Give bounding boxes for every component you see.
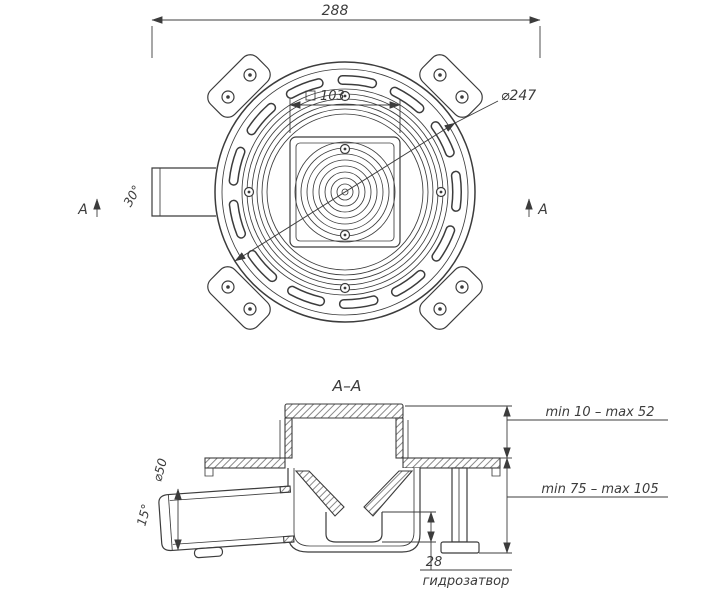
section-title: A–A	[332, 377, 362, 395]
dim-overall-width: 288	[151, 3, 541, 58]
dim-outlet-diameter-label: ⌀50	[149, 457, 170, 484]
outlet-angle-label: 15°	[134, 502, 154, 527]
dim-outlet-diameter: ⌀50	[149, 457, 182, 551]
mounting-tab-sw	[207, 266, 271, 330]
flange-ring	[214, 61, 476, 323]
top-view: 288 ⌀247 103 30° A A	[77, 3, 548, 330]
dim-body-height-label: min 75 – max 105	[541, 482, 658, 497]
mounting-tab-se	[419, 266, 483, 330]
mounting-tab-ne	[419, 54, 483, 118]
dim-water-seal: 28 гидрозатвор	[382, 511, 512, 589]
flange-plate-left	[204, 457, 286, 469]
pipe-rotation-angle-label: 30°	[120, 182, 144, 209]
outlet-pipe-top	[151, 167, 216, 217]
mounting-tab-nw	[207, 54, 271, 118]
water-seal-label: гидрозатвор	[423, 574, 510, 589]
section-mark-left-label: A	[77, 202, 88, 218]
outlet-pipe-section	[158, 485, 295, 559]
section-mark-left: A	[77, 198, 101, 218]
pipe-plug	[193, 546, 224, 559]
support-leg	[440, 467, 480, 554]
dim-overall-width-label: 288	[322, 3, 349, 19]
dim-grate-height: min 10 – max 52	[405, 405, 668, 459]
dim-body-height: min 75 – max 105	[479, 457, 668, 554]
grate-section	[284, 403, 404, 419]
wall-left-section	[284, 417, 293, 459]
flange-plate-right	[402, 457, 501, 469]
section-mark-right: A	[525, 198, 548, 218]
funnel-insert	[294, 470, 414, 543]
dim-seal-height-label: 28	[426, 555, 443, 570]
foot-plate	[440, 541, 480, 554]
square-symbol	[305, 90, 316, 101]
dim-outer-diameter-label: ⌀247	[501, 88, 536, 104]
dim-grate-size-label: 103	[320, 89, 345, 104]
dim-grate-height-label: min 10 – max 52	[546, 405, 655, 420]
wall-right-section	[395, 417, 404, 459]
water-seal-cup	[325, 512, 383, 543]
dim-outer-diameter: ⌀247	[234, 88, 536, 262]
section-view: A–A	[134, 377, 668, 589]
dim-grate-size: 103	[289, 89, 401, 133]
section-mark-right-label: A	[537, 202, 548, 218]
